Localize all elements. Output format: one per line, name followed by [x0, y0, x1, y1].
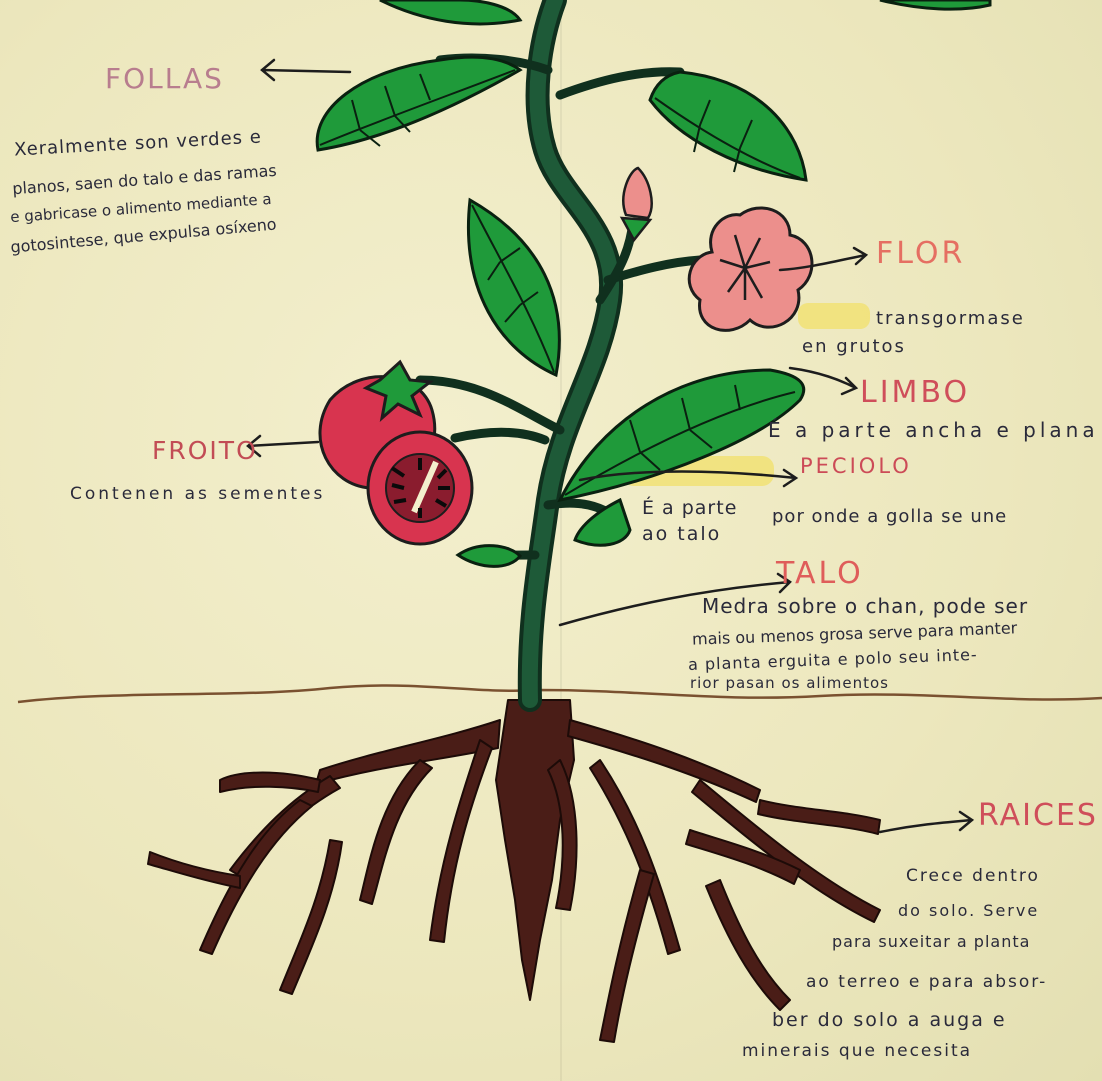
label-froito: FROITO	[152, 436, 258, 465]
arrow-follas	[262, 60, 350, 80]
label-peciolo: PECIOLO	[800, 454, 912, 478]
note-raices-line: do solo. Serve	[898, 901, 1039, 920]
roots	[148, 700, 880, 1042]
label-talo: TALO	[776, 556, 864, 591]
label-follas: FOLLAS	[105, 62, 224, 95]
note-raices-line: minerais que necesita	[742, 1041, 972, 1061]
note-froito-line: Contenen as sementes	[70, 484, 325, 504]
note-raices-line: ber do solo a auga e	[772, 1009, 1007, 1031]
label-limbo: LIMBO	[860, 375, 970, 410]
flor-highlight	[798, 303, 870, 329]
note-flor-line: transgormase	[876, 308, 1025, 329]
flower-bud	[622, 168, 652, 240]
note-talo-line: Medra sobre o chan, pode ser	[702, 594, 1028, 618]
arrow-froito	[248, 436, 318, 456]
arrow-raices	[880, 812, 972, 832]
note-peciolo-line: por onde a golla se une	[772, 506, 1007, 527]
note-raices-line: ao terreo e para absor-	[806, 972, 1047, 992]
label-flor: FLOR	[876, 236, 965, 271]
note-raices-line: Crece dentro	[906, 866, 1040, 886]
note-talo-line: rior pasan os alimentos	[690, 674, 889, 692]
note-peciolo-line: É a parte	[642, 497, 737, 519]
label-raices: RAICES	[978, 798, 1098, 833]
note-peciolo-line: ao talo	[642, 523, 721, 545]
note-flor-line: en grutos	[802, 336, 906, 357]
note-raices-line: para suxeitar a planta	[832, 932, 1030, 951]
fruit-cut	[368, 432, 472, 544]
note-limbo-line: É a parte ancha e plana	[768, 418, 1099, 442]
